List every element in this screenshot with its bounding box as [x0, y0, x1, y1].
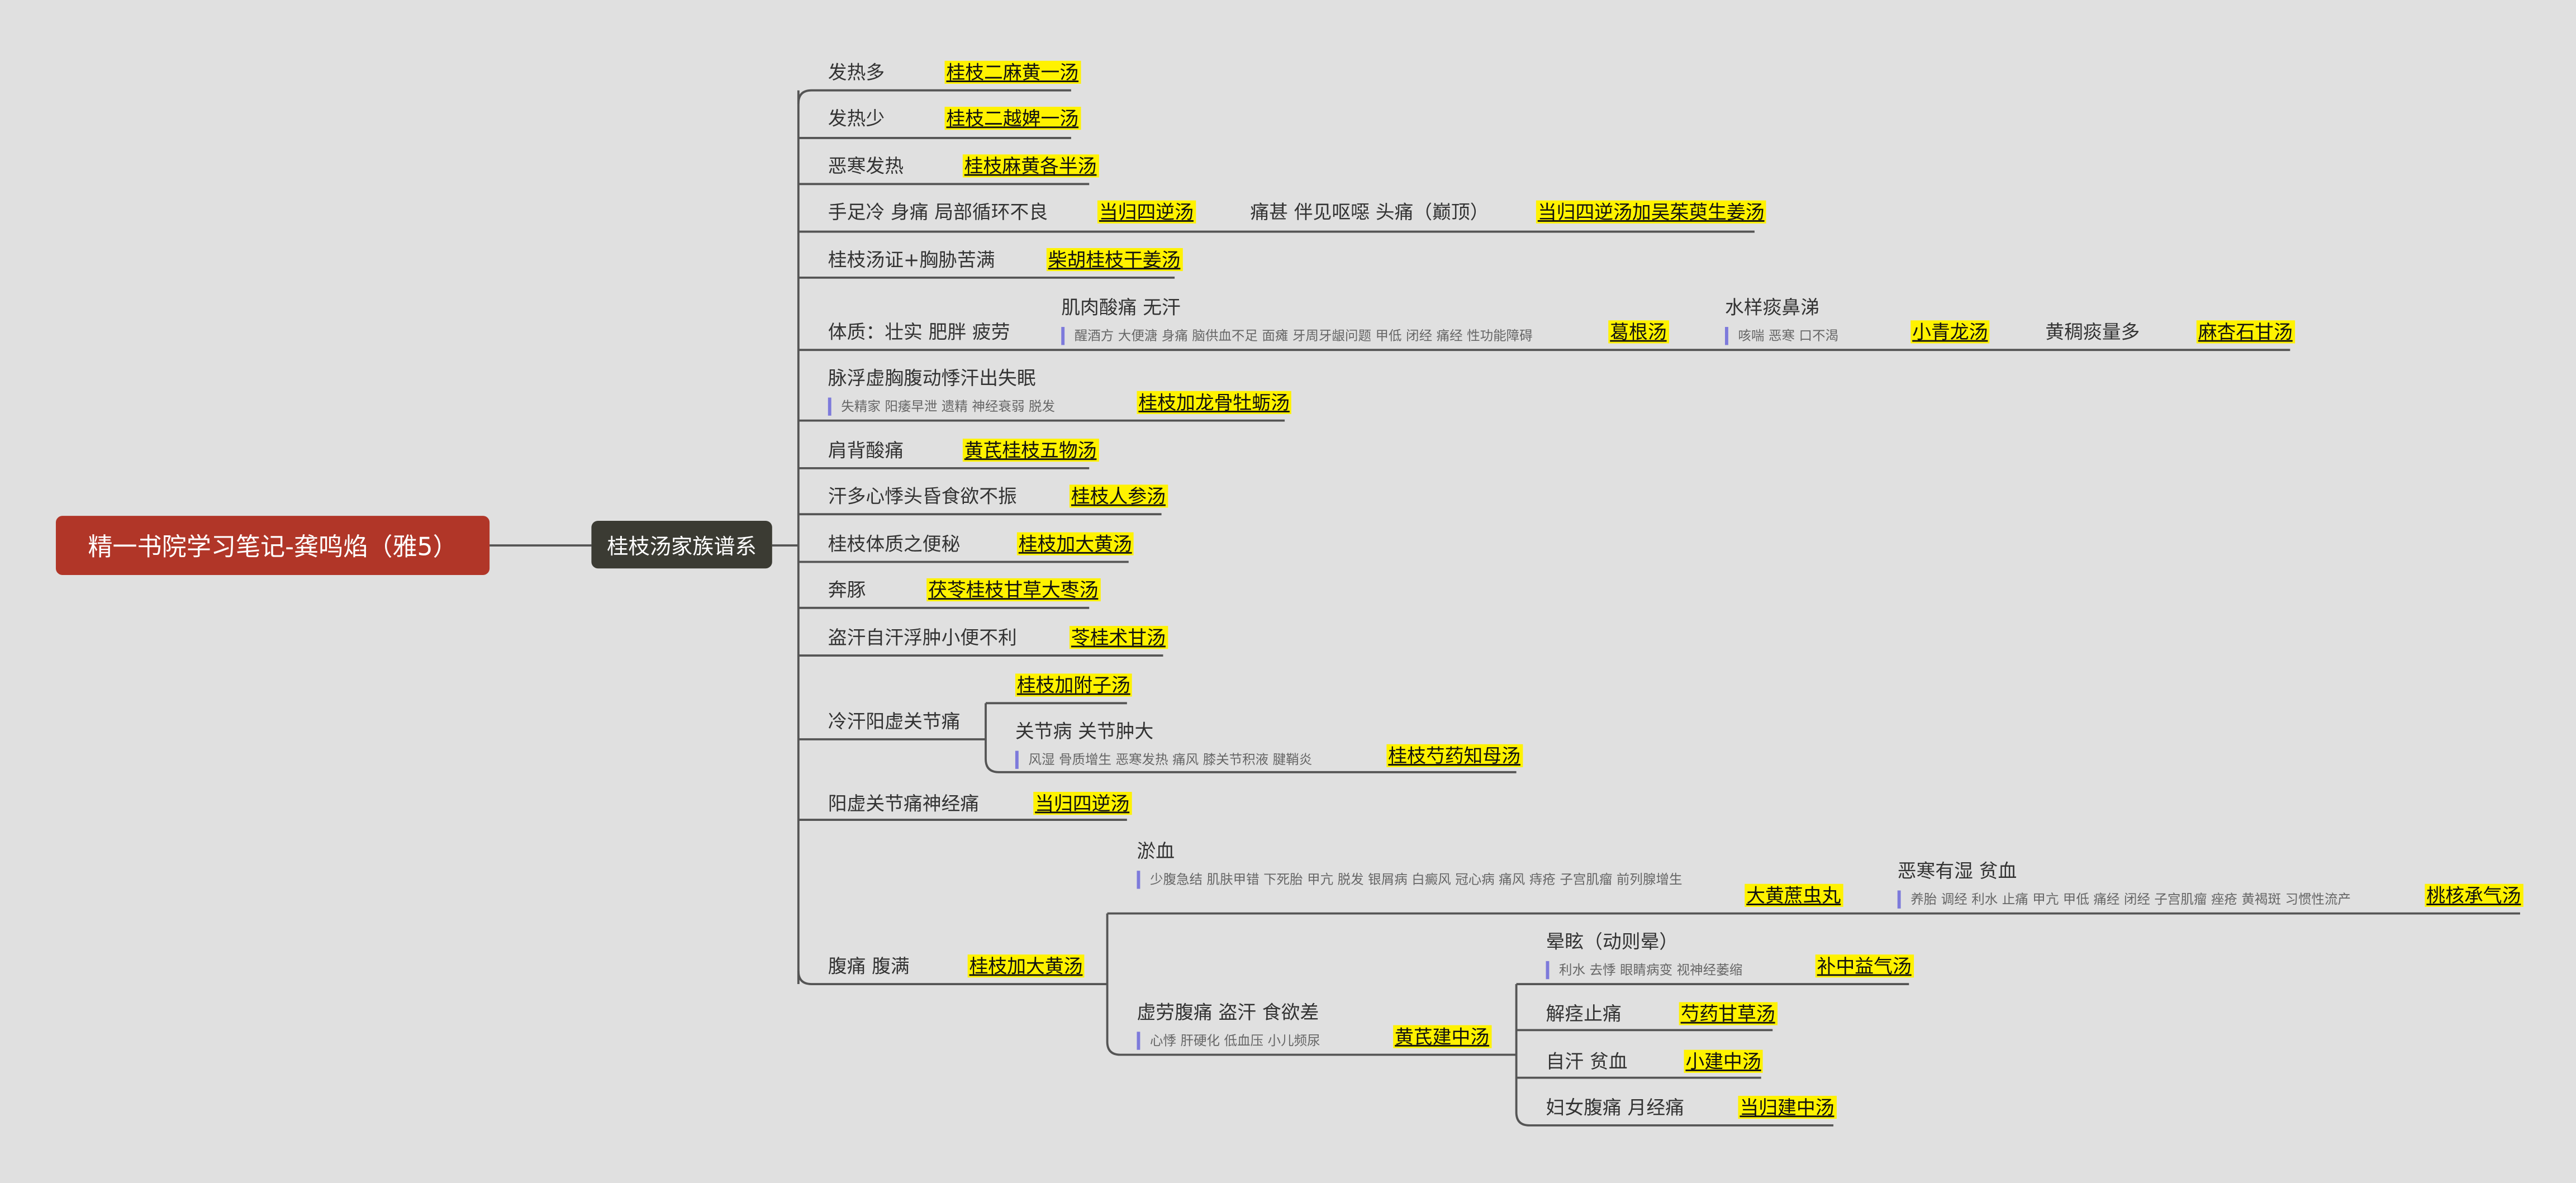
topic-label[interactable]: 虚劳腹痛 盗汗 食欲差 — [1137, 1000, 1319, 1024]
topic-note: 风湿 骨质增生 恶寒发热 痛风 膝关节积液 腱鞘炎 — [1015, 750, 1312, 769]
formula-label[interactable]: 当归四逆汤加吴茱萸生姜汤 — [1536, 200, 1766, 224]
topic-label[interactable]: 痛甚 伴见呕噁 头痛（巅顶） — [1250, 200, 1489, 224]
formula-label[interactable]: 桂枝麻黄各半汤 — [962, 154, 1099, 178]
topic-note: 利水 去悸 眼睛病变 视神经萎缩 — [1546, 961, 1742, 980]
topic-note: 心悸 肝硬化 低血压 小儿频尿 — [1137, 1032, 1320, 1050]
formula-label[interactable]: 桃核承气汤 — [2425, 883, 2523, 907]
formula-label[interactable]: 补中益气汤 — [1815, 954, 1913, 978]
topic-note: 醒酒方 大便溏 身痛 脑供血不足 面瘫 牙周牙龈问题 甲低 闭经 痛经 性功能障… — [1061, 327, 1533, 345]
topic-label[interactable]: 自汗 贫血 — [1546, 1049, 1628, 1073]
formula-label[interactable]: 桂枝加大黄汤 — [967, 954, 1085, 978]
root-topic[interactable]: 精一书院学习笔记-龚鸣焰（雅5） — [55, 516, 490, 575]
formula-label[interactable]: 小青龙汤 — [1910, 320, 1990, 344]
topic-label[interactable]: 关节病 关节肿大 — [1015, 719, 1154, 743]
formula-label[interactable]: 小建中汤 — [1684, 1049, 1763, 1073]
topic-label[interactable]: 淤血 — [1137, 839, 1175, 863]
formula-label[interactable]: 柴胡桂枝干姜汤 — [1046, 248, 1182, 272]
topic-label[interactable]: 晕眩（动则晕） — [1546, 930, 1679, 953]
topic-note: 咳喘 恶寒 口不渴 — [1725, 327, 1838, 345]
formula-label[interactable]: 芍药甘草汤 — [1679, 1002, 1777, 1025]
formula-label[interactable]: 麻杏石甘汤 — [2196, 320, 2294, 344]
formula-label[interactable]: 当归四逆汤 — [1097, 200, 1195, 224]
formula-label[interactable]: 黄芪桂枝五物汤 — [962, 438, 1099, 462]
topic-note: 少腹急结 肌肤甲错 下死胎 甲亢 脱发 银屑病 白癜风 冠心病 痛风 痔疮 子宫… — [1137, 871, 1692, 889]
topic-label[interactable]: 肩背酸痛 — [828, 438, 904, 462]
topic-label[interactable]: 体质：壮实 肥胖 疲劳 — [828, 320, 1010, 344]
formula-label[interactable]: 桂枝二越婢一汤 — [944, 107, 1081, 130]
topic-label[interactable]: 冷汗阳虚关节痛 — [828, 710, 961, 733]
formula-label[interactable]: 当归四逆汤 — [1033, 792, 1132, 815]
formula-label[interactable]: 黄芪建中汤 — [1393, 1025, 1491, 1048]
topic-note: 养胎 调经 利水 止痛 甲亢 甲低 痛经 闭经 子宫肌瘤 痤疮 黄褐斑 习惯性流… — [1897, 890, 2351, 909]
formula-label[interactable]: 桂枝二麻黄一汤 — [944, 60, 1081, 84]
topic-label[interactable]: 脉浮虚胸腹动悸汗出失眠 — [828, 366, 1036, 389]
topic-label[interactable]: 桂枝体质之便秘 — [828, 532, 961, 555]
formula-label[interactable]: 葛根汤 — [1608, 320, 1669, 344]
topic-label[interactable]: 腹痛 腹满 — [828, 954, 910, 978]
topic-label[interactable]: 发热少 — [828, 107, 885, 130]
topic-label[interactable]: 恶寒有湿 贫血 — [1897, 859, 2017, 882]
topic-label[interactable]: 水样痰鼻涕 — [1725, 296, 1820, 319]
main-topic[interactable]: 桂枝汤家族谱系 — [591, 520, 772, 569]
topic-label[interactable]: 阳虚关节痛神经痛 — [828, 792, 980, 815]
topic-note: 失精家 阳痿早泄 遗精 神经衰弱 脱发 — [828, 397, 1055, 416]
formula-label[interactable]: 当归建中汤 — [1738, 1095, 1836, 1119]
topic-label[interactable]: 恶寒发热 — [828, 154, 904, 178]
formula-label[interactable]: 苓桂术甘汤 — [1069, 626, 1167, 649]
topic-label[interactable]: 发热多 — [828, 60, 885, 84]
topic-label[interactable]: 妇女腹痛 月经痛 — [1546, 1095, 1684, 1119]
topic-label[interactable]: 奔豚 — [828, 578, 866, 602]
formula-label[interactable]: 桂枝人参汤 — [1069, 484, 1167, 508]
formula-label[interactable]: 茯苓桂枝甘草大枣汤 — [926, 578, 1100, 602]
formula-label[interactable]: 桂枝加龙骨牡蛎汤 — [1137, 391, 1291, 414]
formula-label[interactable]: 桂枝加大黄汤 — [1016, 532, 1134, 555]
topic-label[interactable]: 黄稠痰量多 — [2045, 320, 2140, 344]
formula-label[interactable]: 大黄蔗虫丸 — [1745, 883, 1843, 907]
topic-label[interactable]: 桂枝汤证+胸胁苦满 — [828, 248, 995, 272]
formula-label[interactable]: 桂枝芍药知母汤 — [1386, 744, 1522, 767]
topic-label[interactable]: 肌肉酸痛 无汗 — [1061, 296, 1181, 319]
formula-label[interactable]: 桂枝加附子汤 — [1015, 673, 1132, 697]
topic-label[interactable]: 解痉止痛 — [1546, 1002, 1622, 1025]
topic-label[interactable]: 手足冷 身痛 局部循环不良 — [828, 200, 1048, 224]
topic-label[interactable]: 汗多心悸头昏食欲不振 — [828, 484, 1017, 508]
topic-label[interactable]: 盗汗自汗浮肿小便不利 — [828, 626, 1017, 649]
